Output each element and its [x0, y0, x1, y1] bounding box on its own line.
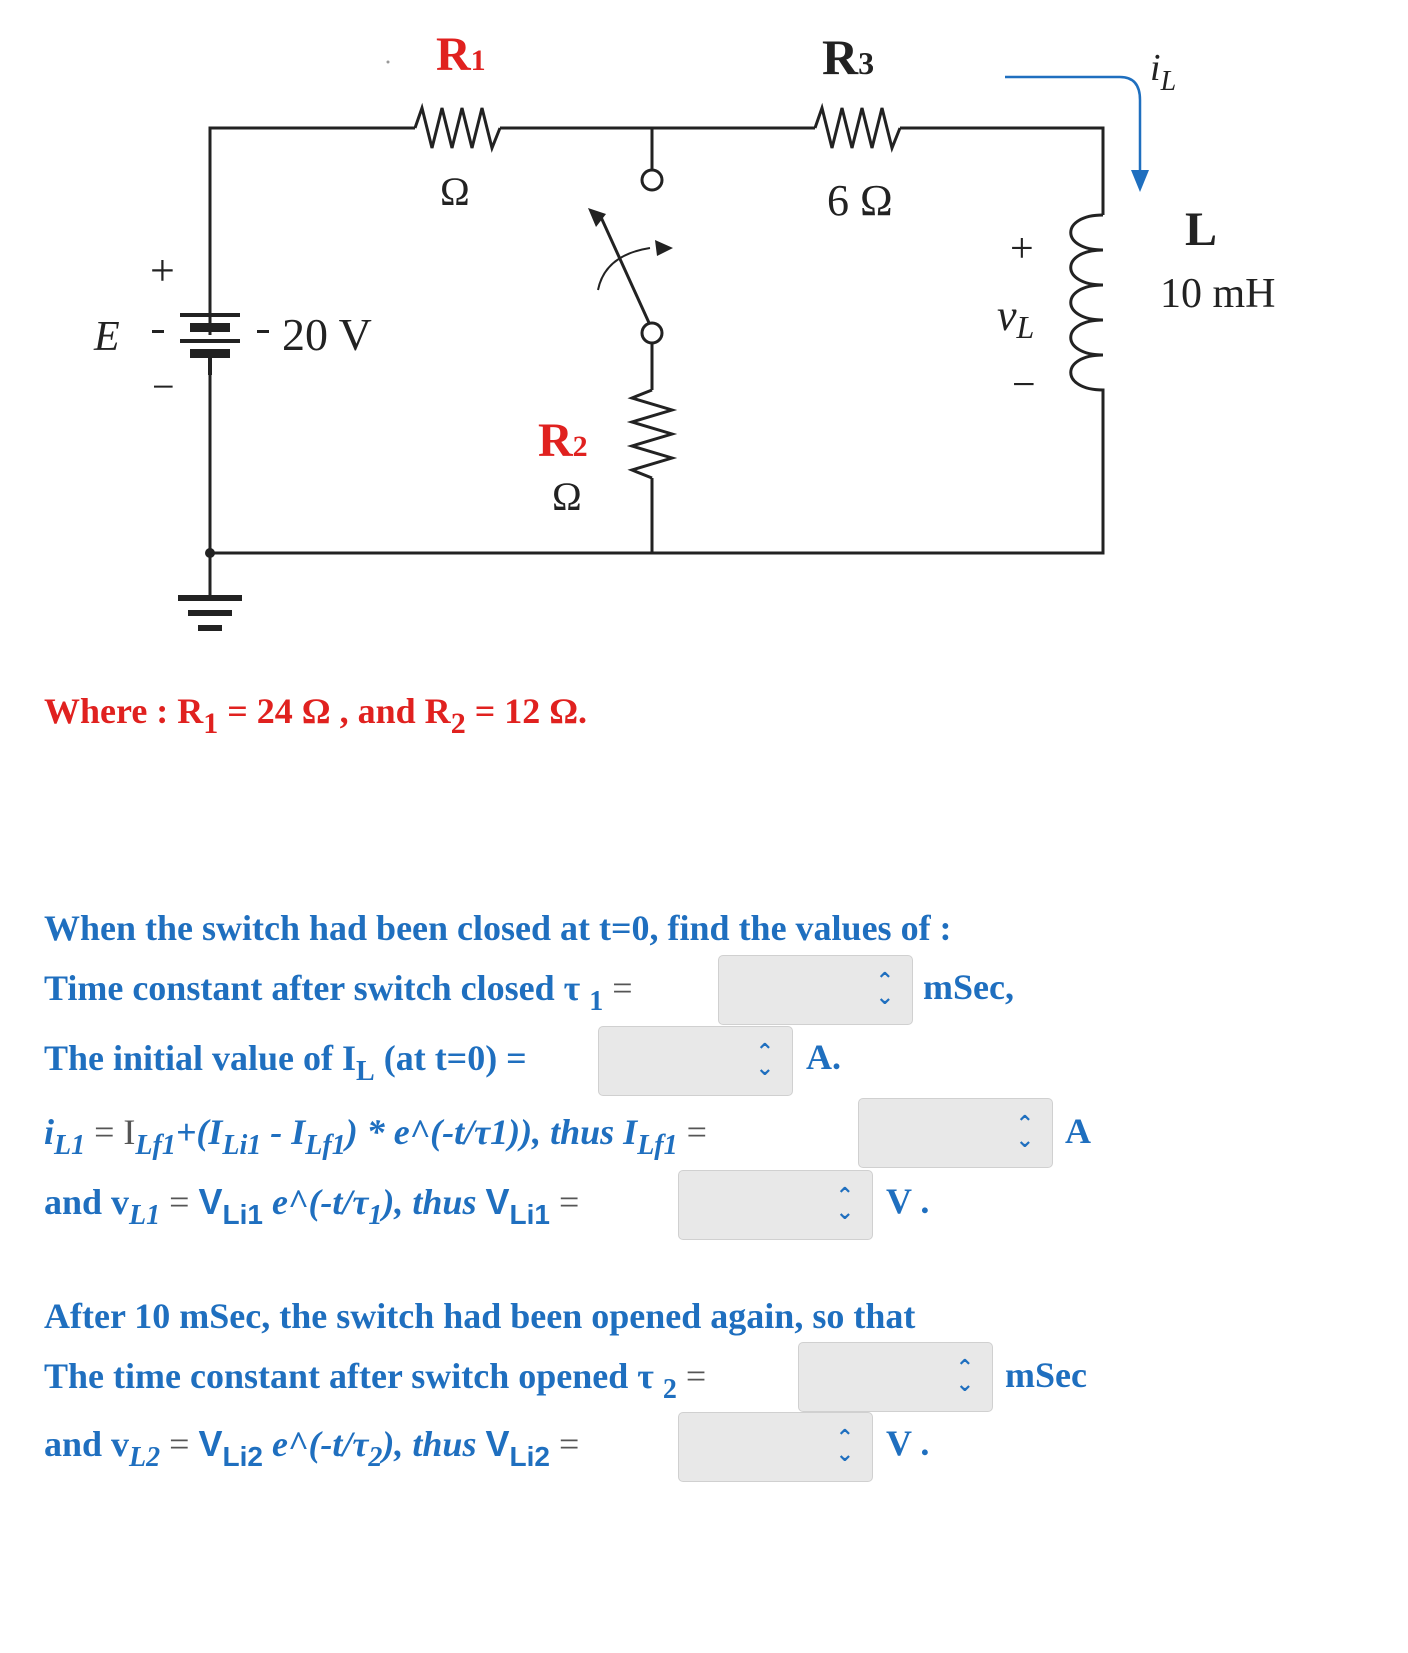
switch-blade	[598, 214, 652, 326]
inductor-value: 10 mH	[1160, 271, 1276, 317]
il-symbol: iL	[1150, 47, 1176, 97]
inductor-coil	[1069, 213, 1105, 405]
inductor-label: L	[1185, 203, 1217, 256]
vli2-question: and vL2 = VLi2 e^(-t/τ2), thus VLi2 =	[44, 1423, 580, 1473]
after-text: After 10 mSec, the switch had been opene…	[44, 1296, 916, 1336]
r3-value: 6 Ω	[827, 176, 893, 225]
chevron-up-down-icon: ⌃⌄	[755, 1040, 774, 1081]
switch-terminal-top	[640, 168, 664, 192]
r1-value: Ω	[440, 169, 470, 214]
ilf1-unit: A	[1065, 1111, 1091, 1151]
vl-symbol: vL	[997, 291, 1034, 345]
r2-value: Ω	[552, 474, 582, 519]
il0-question: The initial value of IL (at t=0) =	[44, 1038, 527, 1087]
vl-minus: −	[1012, 362, 1036, 408]
chevron-up-down-icon: ⌃⌄	[835, 1426, 854, 1467]
r2-resistor	[626, 388, 678, 480]
ilf1-question: iL1 = ILf1+(ILi1 - ILf1) * e^(-t/τ1)), t…	[44, 1112, 707, 1161]
chevron-up-down-icon: ⌃⌄	[1015, 1112, 1034, 1153]
tau2-select[interactable]: ⌃⌄	[798, 1342, 993, 1412]
r2-label: R2	[538, 414, 588, 467]
source-minus: −	[152, 364, 175, 409]
vli1-question: and vL1 = VLi1 e^(-t/τ1), thus VLi1 =	[44, 1181, 580, 1231]
vl-plus: +	[1010, 226, 1034, 272]
tau1-unit: mSec,	[923, 967, 1014, 1007]
source-value: 20 V	[282, 309, 372, 360]
chevron-up-down-icon: ⌃⌄	[955, 1356, 974, 1397]
ilf1-select[interactable]: ⌃⌄	[858, 1098, 1053, 1168]
chevron-up-down-icon: ⌃⌄	[875, 969, 894, 1010]
tau2-unit: mSec	[1005, 1355, 1087, 1395]
vli1-unit: V .	[886, 1181, 930, 1221]
vli2-select[interactable]: ⌃⌄	[678, 1412, 873, 1482]
il0-select[interactable]: ⌃⌄	[598, 1026, 793, 1096]
switch-terminal-bottom	[640, 321, 664, 345]
source-plus: +	[150, 246, 175, 295]
tau1-select[interactable]: ⌃⌄	[718, 955, 913, 1025]
vli1-select[interactable]: ⌃⌄	[678, 1170, 873, 1240]
tau2-question: The time constant after switch opened τ …	[44, 1356, 707, 1405]
r3-resistor	[813, 102, 902, 153]
r1-label: R1	[436, 28, 486, 81]
source-name: E	[93, 314, 120, 360]
circuit-diagram: R1 Ω R3 6 Ω R2 Ω E 20 V + − + vL − iL L …	[93, 28, 1276, 631]
r1-resistor	[413, 102, 502, 153]
il0-unit: A.	[806, 1037, 841, 1077]
r3-label: R3	[822, 29, 874, 85]
given-values: Where : R1 = 24 Ω , and R2 = 12 Ω.	[44, 691, 588, 740]
chevron-up-down-icon: ⌃⌄	[835, 1184, 854, 1225]
tau1-question: Time constant after switch closed τ 1 =	[44, 968, 633, 1017]
vli2-unit: V .	[886, 1423, 930, 1463]
question-intro: When the switch had been closed at t=0, …	[44, 908, 952, 948]
